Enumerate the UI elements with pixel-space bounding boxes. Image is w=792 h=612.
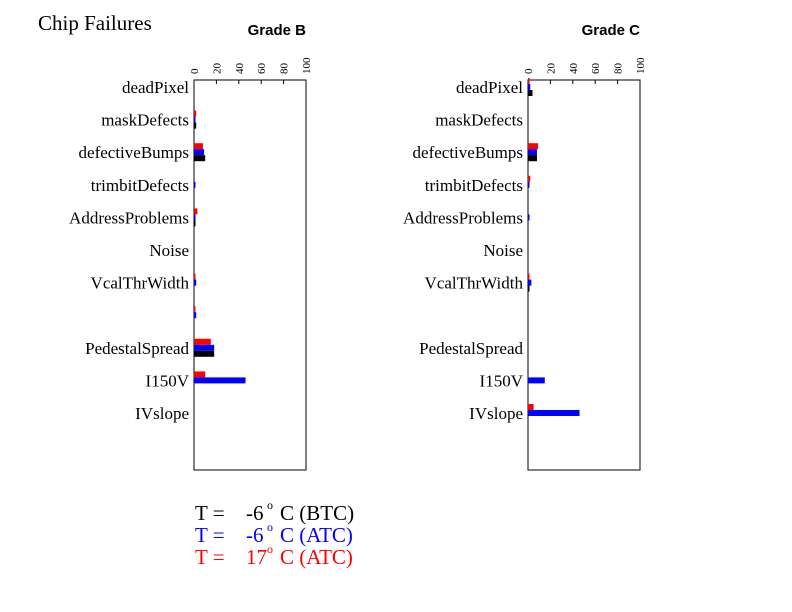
bar [528, 273, 530, 280]
category-label: AddressProblems [69, 208, 189, 227]
bar-series [194, 110, 246, 384]
category-label: IVslope [469, 404, 523, 423]
bar [194, 214, 196, 221]
category-label: VcalThrWidth [425, 274, 524, 293]
legend-prefix: T = [195, 523, 225, 547]
x-tick-label: 20 [545, 63, 557, 75]
x-tick-label: 100 [301, 57, 313, 74]
category-label: deadPixel [122, 78, 189, 97]
legend-temp: 17 [246, 545, 267, 569]
panel-title: Grade C [582, 22, 641, 39]
legend: T = -6 o C (BTC) T = -6 o C (ATC) T = 17… [195, 498, 354, 569]
bar [194, 143, 203, 150]
category-label: PedestalSpread [85, 339, 189, 358]
category-label: I150V [146, 371, 190, 390]
bar [528, 279, 532, 286]
bar [194, 122, 197, 129]
legend-temp: -6 [246, 501, 264, 525]
legend-unit: C (ATC) [280, 523, 353, 547]
x-tick-label: 80 [279, 63, 291, 75]
legend-prefix: T = [195, 501, 225, 525]
category-label: I150V [480, 371, 524, 390]
bar [194, 208, 198, 215]
bar [194, 110, 197, 117]
x-tick-label: 40 [568, 63, 580, 75]
bar [528, 143, 539, 150]
category-label: defectiveBumps [79, 143, 189, 162]
category-label: maskDefects [101, 111, 189, 130]
x-axis-ticks: 0 20 40 60 80 100 [189, 57, 313, 84]
x-tick-label: 0 [189, 68, 201, 74]
legend-entry-atc-cold: T = -6 o C (ATC) [195, 520, 353, 547]
legend-prefix: T = [195, 545, 225, 569]
bar [194, 116, 196, 123]
bar-series [528, 78, 580, 416]
legend-unit: C (BTC) [280, 501, 354, 525]
category-label: VcalThrWidth [91, 274, 190, 293]
bar [194, 181, 196, 188]
bar [194, 350, 215, 357]
category-label: PedestalSpread [419, 339, 523, 358]
category-label: Noise [149, 241, 189, 260]
bar [194, 377, 246, 384]
bar [194, 312, 197, 319]
bar [528, 155, 537, 162]
chart-title: Chip Failures [38, 11, 152, 35]
panel-grade-c: Grade C 0 20 40 60 80 100 deadPixel maskDefect… [403, 22, 647, 471]
bar [528, 410, 580, 416]
category-label: AddressProblems [403, 208, 523, 227]
bar [528, 84, 531, 90]
x-tick-label: 80 [613, 63, 625, 75]
bar [528, 149, 537, 156]
category-labels: deadPixel maskDefects defectiveBumps trimbi… [403, 78, 524, 423]
legend-entry-btc: T = -6 o C (BTC) [195, 498, 354, 525]
legend-degree: o [267, 520, 273, 534]
category-labels: deadPixel maskDefects defectiveBumps trimbi… [69, 78, 190, 423]
x-tick-label: 100 [635, 57, 647, 74]
category-label: maskDefects [435, 111, 523, 130]
x-tick-label: 60 [256, 63, 268, 75]
x-tick-label: 20 [211, 63, 223, 75]
bar [528, 214, 530, 221]
bar [528, 285, 530, 292]
legend-degree: o [267, 498, 273, 512]
bar [194, 306, 196, 313]
bar [194, 344, 215, 351]
panel-grade-b: Grade B 0 20 40 60 80 100 deadPixel maskDefect… [69, 22, 313, 471]
category-label: trimbitDefects [425, 176, 523, 195]
bar [194, 155, 206, 162]
category-label: deadPixel [456, 78, 523, 97]
category-label: IVslope [135, 404, 189, 423]
category-label: trimbitDefects [91, 176, 189, 195]
category-label: defectiveBumps [413, 143, 523, 162]
category-label: Noise [483, 241, 523, 260]
bar [194, 220, 196, 227]
bar [528, 90, 533, 96]
bar [194, 279, 197, 286]
plot-frame [193, 79, 307, 471]
bar [194, 273, 196, 280]
bar [528, 377, 545, 384]
x-tick-label: 60 [590, 63, 602, 75]
x-tick-label: 40 [234, 63, 246, 75]
bar [528, 404, 534, 410]
legend-degree: o [267, 542, 273, 556]
bar [194, 338, 211, 345]
bar [528, 175, 531, 182]
legend-temp: -6 [246, 523, 264, 547]
bar [528, 181, 530, 188]
x-tick-label: 0 [523, 68, 535, 74]
legend-entry-atc-warm: T = 17 o C (ATC) [195, 542, 353, 569]
panel-title: Grade B [248, 22, 307, 39]
bar [194, 149, 205, 156]
bar [194, 371, 206, 378]
legend-unit: C (ATC) [280, 545, 353, 569]
bar [528, 78, 530, 84]
